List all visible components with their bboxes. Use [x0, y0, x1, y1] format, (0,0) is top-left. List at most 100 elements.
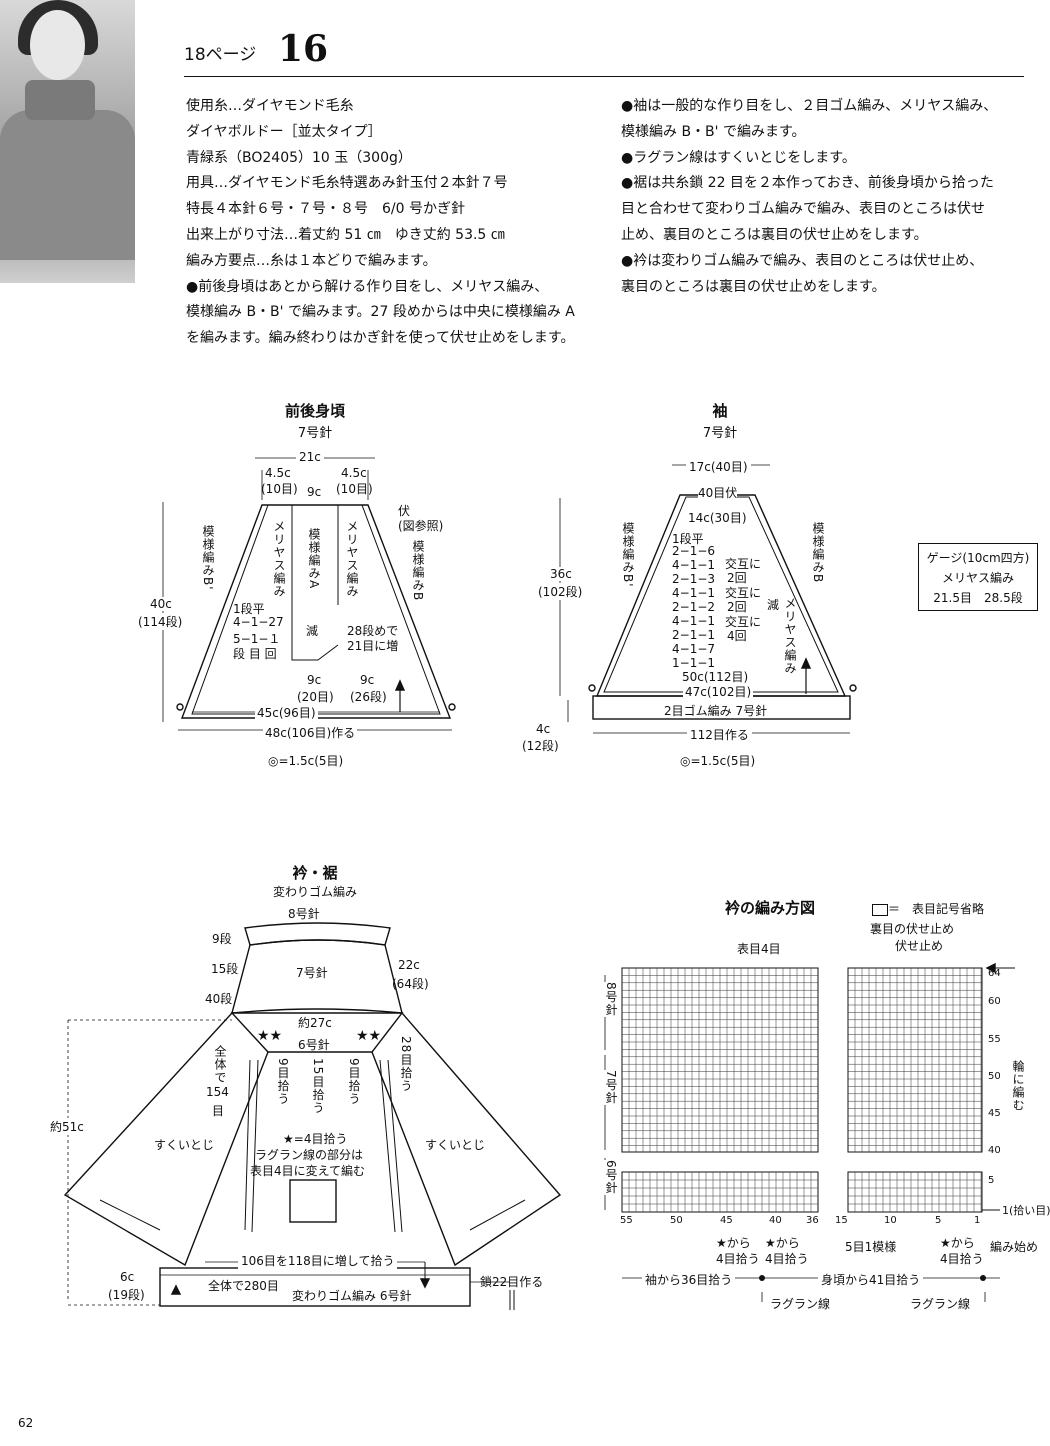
chart-from-star-b: ★から	[765, 1236, 800, 1250]
chart-col-10: 10	[884, 1215, 897, 1226]
hem-height: 6c	[120, 1270, 135, 1284]
chart-repeat: 5目1模様	[845, 1240, 897, 1254]
body-stockinette-left: メリヤス編み	[272, 520, 286, 598]
collar-pick-28: 28目拾う	[399, 1036, 413, 1093]
chart-row-5: 5	[988, 1175, 995, 1186]
collar-seam-left: すくいとじ	[154, 1138, 215, 1152]
sleeve-rib-height: 4c	[536, 722, 551, 736]
chart-row-50: 50	[988, 1071, 1001, 1082]
collar-total-unit: 目	[212, 1104, 225, 1118]
hem-rib: 変わりゴム編み 6号針	[292, 1289, 412, 1303]
body-pattern-a: 模様編みA	[307, 528, 321, 590]
chart-purl-bind: 裏目の伏せ止め	[870, 922, 955, 936]
sleeve-dec-label: 減	[767, 598, 780, 612]
chart-pick4a: 4目拾う	[716, 1252, 760, 1266]
chart-sleeve-pick: 袖から36目拾う	[642, 1271, 736, 1288]
hem-total-280: 全体で280目	[208, 1279, 279, 1293]
page-number: 62	[18, 1416, 34, 1430]
hem-rows: (19段)	[108, 1288, 145, 1302]
chart-legend: ＝ 表目記号省略	[872, 900, 984, 917]
body-dec-2: 4−1−27	[233, 615, 284, 629]
chart-row-60: 60	[988, 996, 1001, 1007]
body-inc-2: 21目に増	[347, 639, 399, 653]
star-right: ★★	[356, 1028, 382, 1044]
sleeve-dec-2: 4−1−1	[672, 558, 716, 572]
hem-chain: 鎖22目作る	[480, 1275, 544, 1289]
collar-pick-15: 15目拾う	[311, 1058, 325, 1115]
chart-row-40: 40	[988, 1145, 1001, 1156]
chart-col-50: 50	[670, 1215, 683, 1226]
chart-col-5: 5	[935, 1215, 942, 1226]
body-side-top-right: 4.5c	[341, 466, 367, 480]
instructions-left: 使用糸…ダイヤモンド毛糸 ダイヤボルドー［並太タイプ］ 青緑系（BO2405）1…	[186, 98, 575, 347]
body-side-sts-right: (10目)	[336, 482, 373, 496]
chart-row-64: 64	[988, 968, 1001, 979]
chart-knit4: 表目4目	[737, 942, 781, 956]
hem-increase: 106目を118目に増して拾う	[238, 1252, 398, 1269]
sleeve-dec-4: 4−1−1	[672, 586, 716, 600]
chart-col-36: 36	[806, 1215, 819, 1226]
body-height: 40c	[150, 597, 172, 611]
sleeve-dec-0: 1段平	[672, 532, 704, 546]
body-stockinette-right: メリヤス編み	[345, 520, 359, 598]
collar-height-rows: (64段)	[392, 977, 429, 991]
sleeve-alt-3: 交互に	[725, 615, 762, 629]
collar-title: 衿・裾	[292, 864, 338, 882]
sleeve-dec-1: 2−1−6	[672, 544, 716, 558]
header-rule	[184, 76, 1024, 77]
body-dec-3: 5−1−１	[233, 632, 281, 646]
sleeve-needle: 7号針	[702, 426, 738, 441]
body-side-b-prime: 模様編みB'	[201, 525, 215, 591]
chart-col-45: 45	[720, 1215, 733, 1226]
chart-row-55: 55	[988, 1034, 1001, 1045]
sleeve-title: 袖	[712, 402, 728, 420]
body-bottom-inner: 45c(96目)	[255, 704, 318, 721]
sleeve-height-rows: (102段)	[538, 583, 583, 600]
star-left: ★★	[257, 1028, 283, 1044]
body-center-width: 9c	[307, 485, 322, 499]
model-photo	[0, 0, 135, 283]
sleeve-dec-6: 4−1−1	[672, 614, 716, 628]
collar-seam-right: すくいとじ	[425, 1138, 486, 1152]
body-dec-4: 段 目 回	[233, 647, 277, 661]
collar-rows-15: 15段	[211, 962, 239, 976]
sleeve-alt-2b: 2回	[727, 600, 747, 614]
collar-raglan-2: 表目4目に変えて編む	[250, 1164, 366, 1178]
sleeve-height: 36c	[550, 567, 572, 581]
collar-rows-40: 40段	[205, 992, 233, 1006]
body-rows-26-label: (26段)	[350, 690, 387, 704]
body-bind-off: 伏	[398, 504, 411, 518]
collar-pick-9b: 9目拾う	[347, 1058, 361, 1106]
chart-pickup-row: 1(拾い目)	[1002, 1204, 1050, 1217]
chart-col-1: 1	[974, 1215, 981, 1226]
body-dec-1: 1段平	[233, 602, 265, 616]
body-height-rows: (114段)	[138, 613, 183, 630]
sleeve-side-b-prime: 模様編みB'	[621, 522, 635, 588]
chart-from-star-c: ★から	[940, 1236, 975, 1250]
collar-rows-9: 9段	[212, 932, 232, 946]
hem-right-panel	[371, 1012, 562, 1267]
sleeve-cast: 112目作る	[687, 726, 752, 743]
sleeve-alt-3b: 4回	[727, 629, 747, 643]
collar-sub: 変わりゴム編み	[272, 885, 357, 899]
collar-raglan-1: ラグラン線の部分は	[255, 1148, 364, 1162]
sleeve-dec-9: 1−1−1	[672, 656, 716, 670]
sleeve-stockinette: メリヤス編み	[783, 597, 797, 675]
sleeve-top: 17c(40目)	[686, 458, 751, 475]
chart-row-45: 45	[988, 1108, 1001, 1119]
collar-total: 全体で	[213, 1045, 227, 1084]
collar-height: 約51c	[50, 1118, 84, 1135]
collar-total-n: 154	[206, 1085, 229, 1099]
body-needle: 7号針	[297, 426, 333, 441]
sleeve-rib-rows: (12段)	[522, 739, 559, 753]
sleeve-mark-note: ◎=1.5c(5目)	[680, 754, 756, 768]
instructions-right: ●袖は一般的な作り目をし、２目ゴム編み、メリヤス編み、 模様編み B・B' で編…	[621, 98, 998, 295]
sleeve-alt-1b: 2回	[727, 571, 747, 585]
sleeve-dec-3: 2−1−3	[672, 572, 716, 586]
chart-col-55: 55	[620, 1215, 633, 1226]
sleeve-dec-7: 2−1−1	[672, 628, 716, 642]
sleeve-dec-8: 4−1−7	[672, 642, 716, 656]
sleeve-width-1: 50c(112目)	[680, 668, 751, 685]
page-ref: 18ページ	[184, 45, 257, 65]
